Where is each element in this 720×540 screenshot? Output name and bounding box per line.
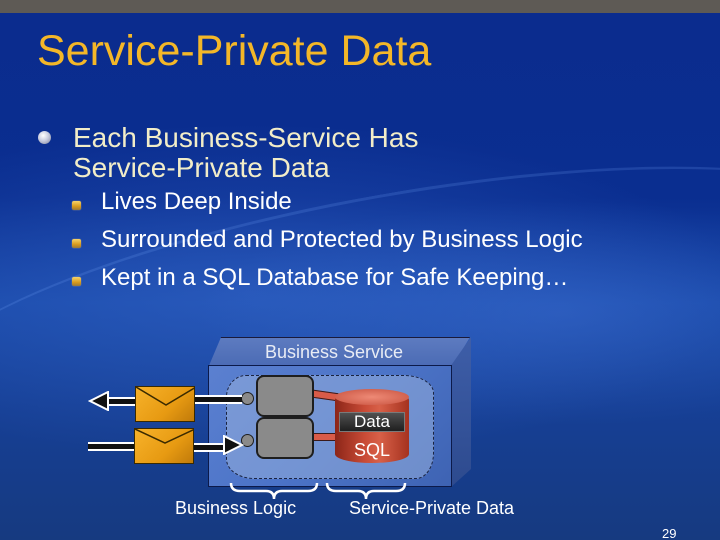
bullet-level1-line2: Service-Private Data — [73, 152, 330, 183]
bullet-level2-text: Lives Deep Inside — [101, 188, 292, 215]
logic-db-connector — [306, 433, 338, 441]
square-bullet-icon — [72, 239, 81, 248]
square-bullet-icon — [72, 277, 81, 286]
service-box-label: Business Service — [265, 342, 404, 362]
arrow-right-icon — [223, 435, 244, 455]
business-logic-box — [256, 417, 314, 459]
round-bullet-icon — [38, 131, 51, 144]
brace-private-data-icon — [325, 482, 407, 500]
service-port-icon — [241, 392, 254, 405]
page-number: 29 — [662, 526, 677, 540]
database-cylinder-top — [335, 389, 409, 405]
incoming-message-wire — [194, 443, 224, 452]
business-logic-box — [256, 375, 314, 417]
arrow-left-icon — [88, 391, 109, 411]
service-port-icon — [241, 434, 254, 447]
caption-business-logic: Business Logic — [175, 498, 297, 518]
square-bullet-icon — [72, 201, 81, 210]
incoming-envelope-icon — [134, 428, 194, 464]
window-top-bar — [0, 0, 720, 13]
brace-business-logic-icon — [229, 482, 319, 500]
bullet-level1-line1: Each Business-Service Has — [73, 122, 419, 153]
database-label: Data — [339, 412, 405, 432]
database-sublabel: SQL — [353, 440, 391, 460]
outgoing-message-wire — [108, 397, 136, 406]
bullet-level2-text: Surrounded and Protected by Business Log… — [101, 226, 583, 253]
service-box-side-face — [451, 337, 471, 487]
incoming-message-wire — [88, 442, 136, 451]
caption-service-private-data: Service-Private Data — [349, 498, 515, 518]
slide: Service-Private Data Each Business-Servi… — [0, 13, 720, 540]
outgoing-envelope-icon — [135, 386, 195, 422]
service-box-top-face — [208, 337, 470, 368]
bullet-level2-text: Kept in a SQL Database for Safe Keeping… — [101, 264, 569, 291]
slide-title: Service-Private Data — [37, 27, 432, 75]
bullet-level1-text: Each Business-Service Has Service-Privat… — [73, 123, 418, 183]
outgoing-message-wire — [194, 395, 242, 404]
